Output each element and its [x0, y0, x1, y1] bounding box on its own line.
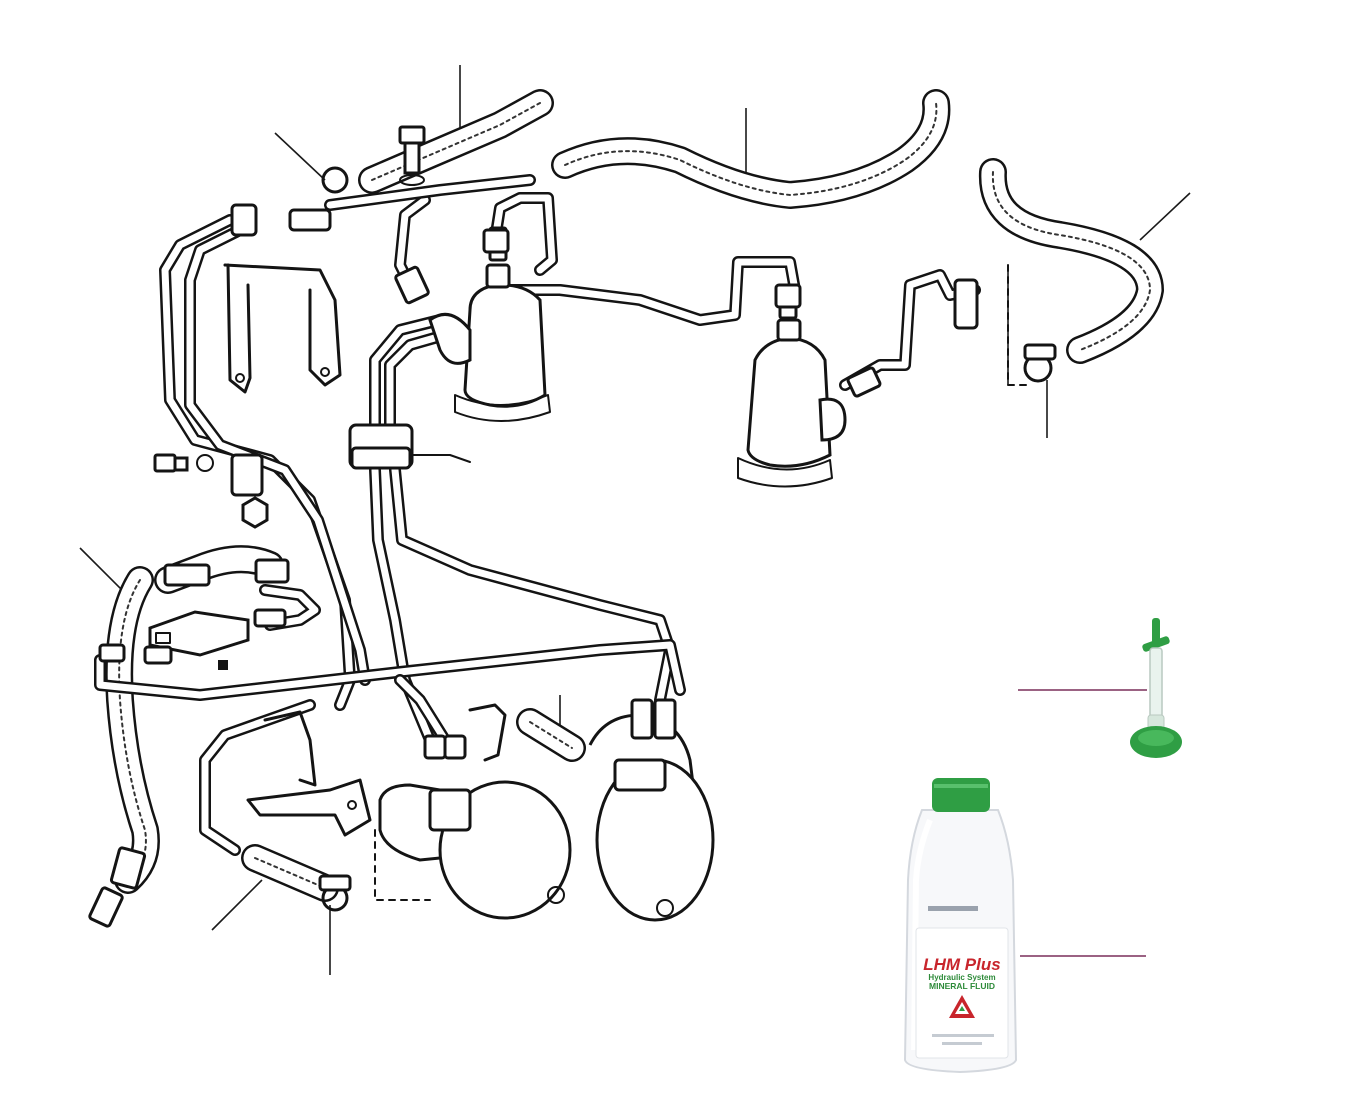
hose-left-long: [105, 566, 160, 894]
hose-right-curved: [978, 158, 1164, 364]
fluid-filler-tool: [1130, 618, 1182, 758]
bottle-line1-label: Hydraulic System: [928, 973, 995, 982]
bottle-line2-label: MINERAL FLUID: [929, 981, 995, 991]
bracket-middle: [468, 703, 507, 762]
distribution-block: [148, 610, 250, 670]
pressure-regulator-left: [428, 226, 551, 422]
bracket-top-left: [223, 263, 342, 394]
rigid-pipes: [94, 174, 981, 856]
accumulator-sphere-right: [588, 713, 715, 922]
fittings: [88, 125, 979, 928]
pressure-regulator-right: [737, 286, 847, 488]
hose-top-short: [358, 89, 554, 194]
bottle-brand-label: LHM Plus: [923, 955, 1000, 974]
hose-middle-short: [516, 708, 586, 762]
pipe-clip-block: [348, 423, 471, 470]
hose-bottom-short: [241, 844, 339, 902]
lhm-plus-bottle: LHM Plus Hydraulic System MINERAL FLUID: [903, 778, 1018, 1074]
dashed-outline: [374, 264, 1031, 901]
accumulator-sphere-left: [378, 780, 572, 920]
hose-clamps: [318, 166, 1057, 912]
bracket-bottom: [246, 710, 372, 837]
hose-top-long: [551, 89, 951, 209]
